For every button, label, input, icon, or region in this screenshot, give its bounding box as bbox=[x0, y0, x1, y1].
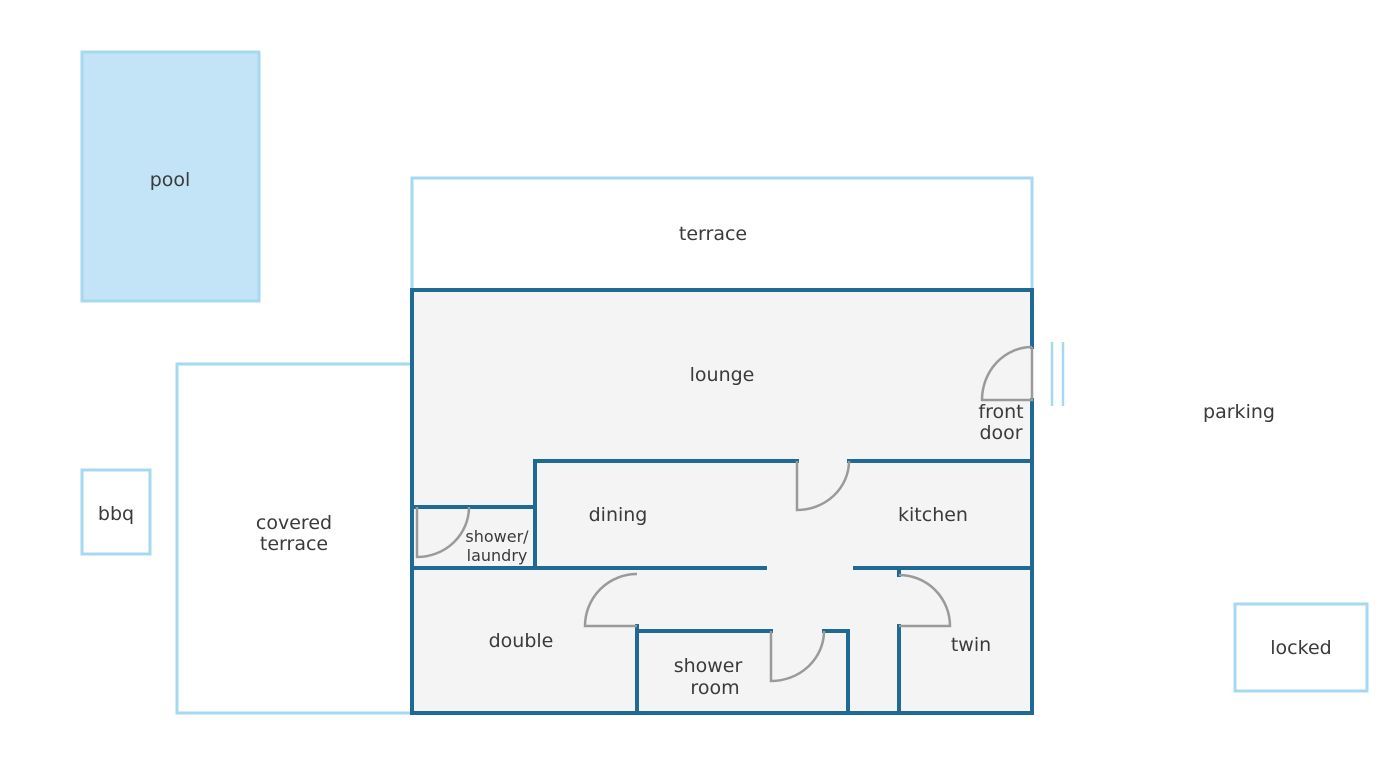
terrace-label: terrace bbox=[679, 223, 747, 245]
door-swings bbox=[415, 345, 1034, 683]
lounge-label: lounge bbox=[690, 364, 755, 386]
locked-area bbox=[1233, 602, 1369, 693]
front-door-label-line2: door bbox=[979, 422, 1022, 444]
front-door-label-line1: front bbox=[978, 401, 1023, 423]
pool-label: pool bbox=[150, 169, 191, 191]
kitchen-label: kitchen bbox=[898, 504, 968, 526]
double-label: double bbox=[489, 630, 554, 652]
locked-label: locked bbox=[1270, 637, 1331, 659]
bbq-label: bbq bbox=[98, 503, 134, 525]
shower-room-label-line2: room bbox=[690, 677, 739, 699]
shower-room-label-line1: shower bbox=[674, 655, 743, 677]
parking-label: parking bbox=[1203, 401, 1275, 423]
bbq-area bbox=[80, 468, 152, 556]
shower-laundry-label-line1: shower/ bbox=[465, 527, 529, 546]
dining-label: dining bbox=[589, 504, 648, 526]
house-floor bbox=[412, 290, 1032, 713]
shower-laundry-label-line2: laundry bbox=[467, 546, 528, 565]
pool-area bbox=[80, 50, 261, 303]
covered-terrace-label-line2: terrace bbox=[260, 533, 328, 555]
twin-label: twin bbox=[951, 634, 991, 656]
front-door-threshold bbox=[1050, 342, 1065, 406]
house-walls bbox=[410, 288, 1034, 715]
covered-terrace-label-line1: covered bbox=[256, 512, 332, 534]
